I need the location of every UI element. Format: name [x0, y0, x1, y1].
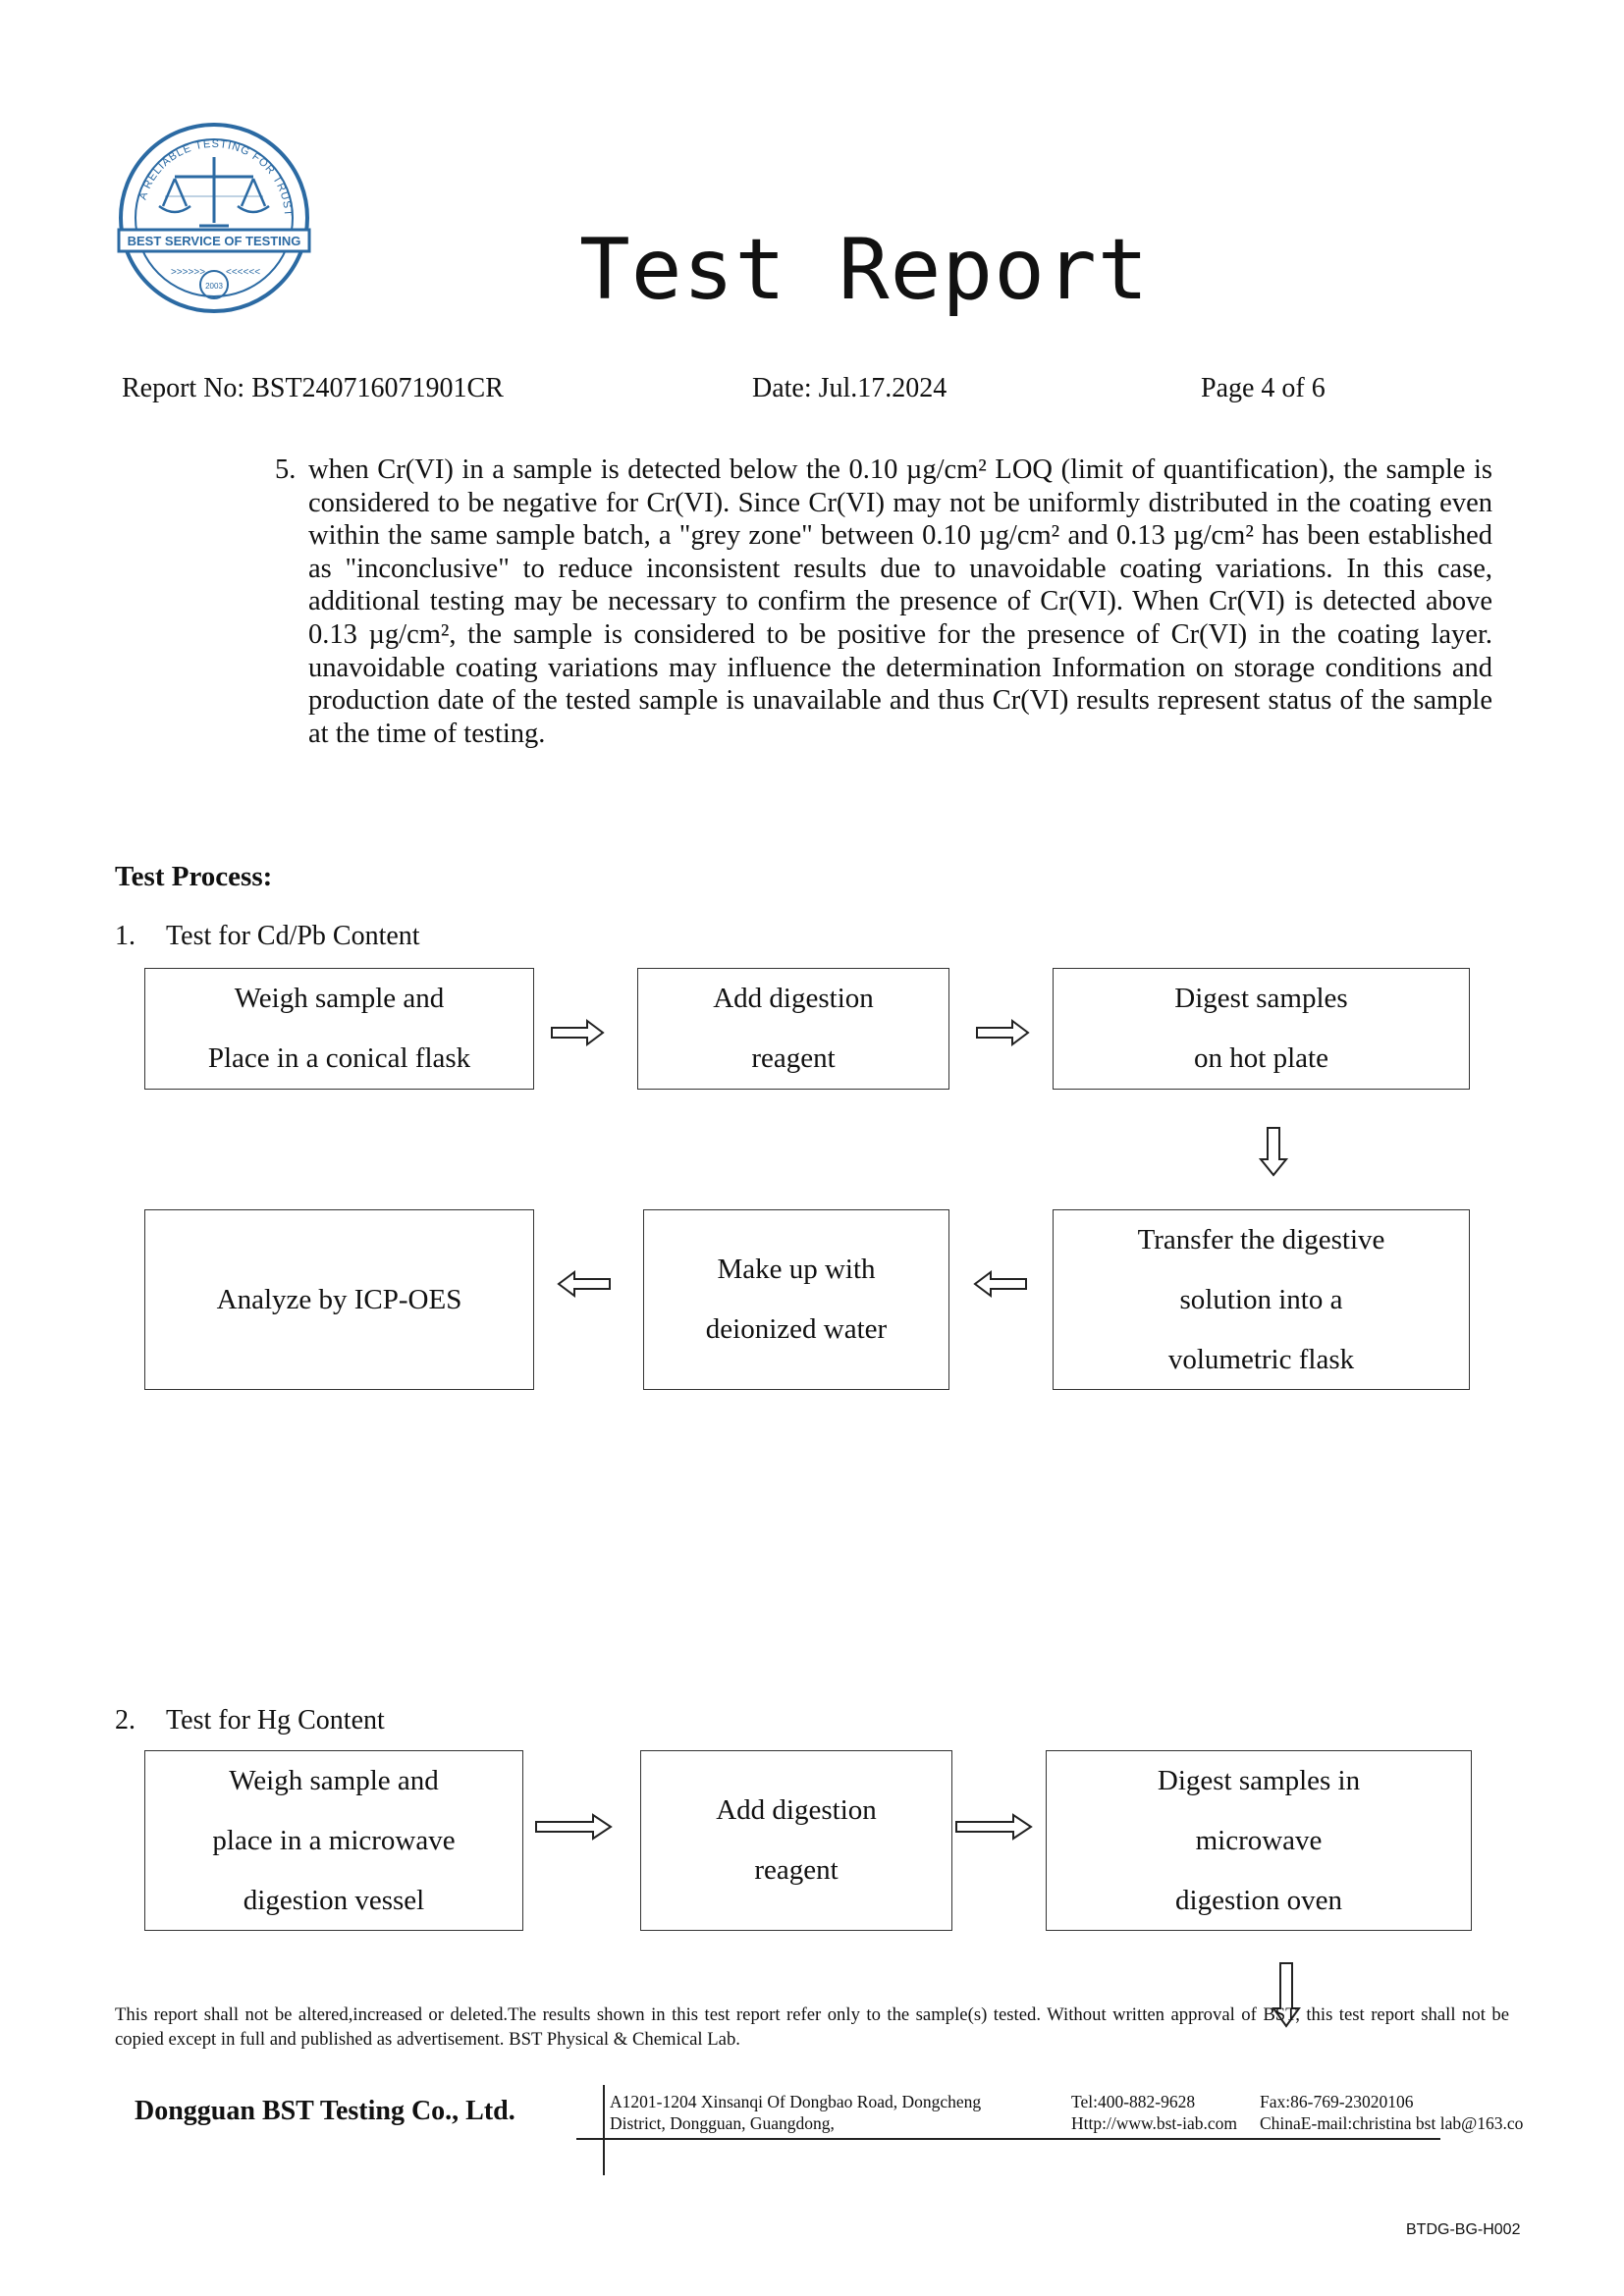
note-text: when Cr(VI) in a sample is detected belo…: [308, 454, 1492, 749]
company-address: A1201-1204 Xinsanqi Of Dongbao Road, Don…: [610, 2091, 1022, 2134]
company-name: Dongguan BST Testing Co., Ltd.: [135, 2096, 515, 2126]
box-line: reagent: [751, 1042, 836, 1074]
box-line: deionized water: [705, 1313, 888, 1345]
fax: Fax:86-769-23020106: [1260, 2092, 1414, 2111]
svg-text:2003: 2003: [205, 282, 223, 291]
arrow-right-icon: [535, 1813, 613, 1841]
section-heading-test-process: Test Process:: [115, 861, 273, 892]
step1-box-digest: Digest samples on hot plate: [1053, 968, 1470, 1090]
step1-box-analyze: Analyze by ICP-OES: [144, 1209, 534, 1390]
box-line: Add digestion: [713, 983, 874, 1014]
step2-label: Test for Hg Content: [166, 1705, 385, 1735]
box-line: volumetric flask: [1167, 1343, 1355, 1375]
address-line-1: A1201-1204 Xinsanqi Of Dongbao Road, Don…: [610, 2092, 982, 2111]
box-line: Transfer the digestive: [1137, 1223, 1385, 1255]
email: ChinaE-mail:christina bst lab@163.co: [1260, 2113, 1524, 2133]
box-line: digestion vessel: [243, 1884, 425, 1916]
arrow-left-icon: [973, 1270, 1027, 1298]
disclaimer-text: This report shall not be altered,increas…: [115, 2004, 1509, 2050]
step2-box-add-reagent: Add digestion reagent: [640, 1750, 952, 1931]
box-line: Make up with: [717, 1254, 876, 1285]
step2-title: 2. Test for Hg Content: [115, 1705, 385, 1736]
arrow-right-icon: [955, 1813, 1033, 1841]
step1-box-weigh: Weigh sample and Place in a conical flas…: [144, 968, 534, 1090]
box-line: Place in a conical flask: [207, 1042, 471, 1074]
step2-number: 2.: [115, 1705, 135, 1735]
box-line: Analyze by ICP-OES: [216, 1283, 462, 1315]
box-line: on hot plate: [1194, 1042, 1328, 1074]
arrow-left-icon: [557, 1270, 611, 1298]
box-line: place in a microwave: [212, 1824, 456, 1856]
box-line: reagent: [754, 1854, 839, 1886]
page-title: Test Report: [579, 221, 1150, 319]
form-code: BTDG-BG-H002: [1406, 2221, 1521, 2238]
step1-number: 1.: [115, 921, 135, 951]
step1-box-transfer: Transfer the digestive solution into a v…: [1053, 1209, 1470, 1390]
page-indicator: Page 4 of 6: [1201, 373, 1326, 403]
telephone: Tel:400-882-9628: [1071, 2092, 1196, 2111]
box-line: Digest samples: [1174, 983, 1348, 1014]
box-line: Weigh sample and: [234, 983, 445, 1014]
note-item-5: 5. when Cr(VI) in a sample is detected b…: [275, 454, 1492, 750]
arrow-down-icon: [1259, 1127, 1288, 1177]
report-date: Date: Jul.17.2024: [752, 373, 947, 403]
website: Http://www.bst-iab.com: [1071, 2113, 1237, 2133]
contact-fax-email: Fax:86-769-23020106 ChinaE-mail:christin…: [1260, 2091, 1523, 2134]
arrow-down-icon: [1272, 1962, 1301, 2028]
box-line: Digest samples in: [1157, 1764, 1361, 1796]
step1-box-make-up: Make up with deionized water: [643, 1209, 949, 1390]
report-number: Report No: BST240716071901CR: [122, 373, 504, 403]
address-line-2: District, Dongguan, Guangdong,: [610, 2113, 835, 2133]
box-line: Add digestion: [716, 1794, 877, 1826]
arrow-right-icon: [976, 1019, 1030, 1046]
step1-box-add-reagent: Add digestion reagent: [637, 968, 949, 1090]
svg-text:>>>>>>: >>>>>>: [171, 267, 205, 278]
step2-box-weigh: Weigh sample and place in a microwave di…: [144, 1750, 523, 1931]
arrow-right-icon: [551, 1019, 605, 1046]
step2-box-digest: Digest samples in microwave digestion ov…: [1046, 1750, 1472, 1931]
step1-title: 1. Test for Cd/Pb Content: [115, 921, 420, 952]
contact-tel-web: Tel:400-882-9628 Http://www.bst-iab.com: [1071, 2091, 1237, 2134]
note-number: 5.: [275, 454, 297, 485]
box-line: microwave: [1195, 1824, 1323, 1856]
footer-divider-vertical: [603, 2085, 605, 2175]
step1-label: Test for Cd/Pb Content: [166, 921, 420, 951]
box-line: solution into a: [1179, 1283, 1343, 1315]
box-line: Weigh sample and: [229, 1764, 439, 1796]
footer-divider-horizontal: [576, 2138, 1440, 2140]
svg-text:<<<<<<: <<<<<<: [226, 267, 260, 278]
company-logo-seal: A RELIABLE TESTING FOR TRUST BEST SERVIC…: [117, 123, 311, 313]
logo-banner-text: BEST SERVICE OF TESTING: [128, 234, 301, 248]
box-line: digestion oven: [1175, 1884, 1342, 1916]
